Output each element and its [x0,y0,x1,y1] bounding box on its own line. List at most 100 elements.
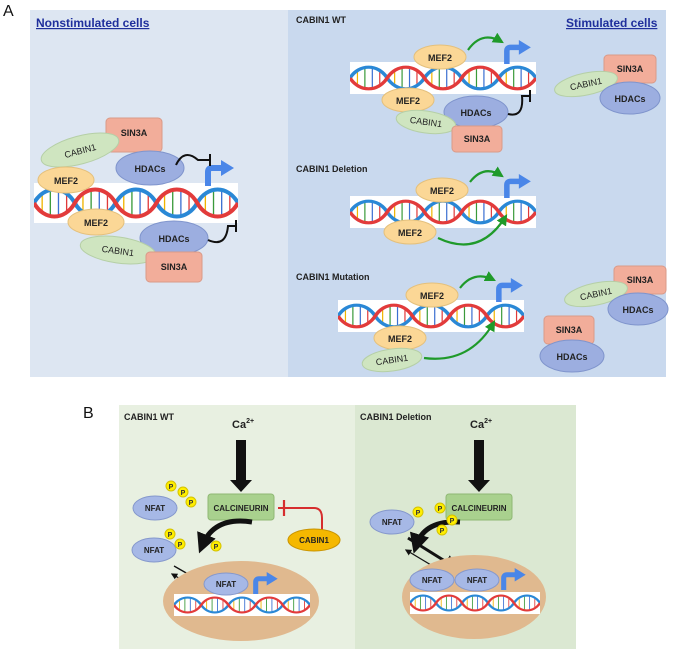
free-corepressor-complex: SIN3A CABIN1 HDACs [564,265,669,326]
calcium-influx-arrow [230,440,252,492]
free-sin3a-hdacs-complex: SIN3A HDACs [539,315,605,373]
hdacs-ellipse [607,292,669,326]
calcineurin-box [445,493,513,521]
mef2-label: MEF2 [396,96,420,106]
mef2-ellipse [413,44,467,70]
cabin1-inhibition-line [278,507,323,530]
cabin1-label: CABIN1 [409,115,443,129]
cabin1-ellipse [287,528,341,552]
calcineurin-label: CALCINEURIN [213,504,268,513]
calcineurin-deletion-pathway: Ca2+ CALCINEURIN NFAT P P P P NFAT NFAT [369,418,546,639]
cabin1-label: CABIN1 [375,353,409,367]
panel-b-deletion-title: CABIN1 Deletion [360,412,432,422]
mef2-ellipse [67,208,125,236]
phosphate-icon [434,502,446,514]
calcineurin-label: CALCINEURIN [451,504,506,513]
phosphate-label: P [440,528,445,535]
phosphate-label: P [450,518,455,525]
calcium-label: Ca2+ [232,418,254,431]
calcium-influx-arrow [468,440,490,492]
sin3a-label: SIN3A [161,262,188,272]
cabin1-wt-title: CABIN1 WT [296,15,346,25]
calcineurin-wt-pathway: Ca2+ CALCINEURIN NFAT P P P CABIN1 NFAT … [131,418,341,641]
phosphate-icon [412,506,424,518]
activation-arrow [459,271,496,289]
mef2-label: MEF2 [388,334,412,344]
stimulated-title: Stimulated cells [566,16,658,30]
hdacs-label: HDACs [614,94,645,104]
mef2-ellipse [405,282,459,308]
calcium-label: Ca2+ [470,418,492,431]
phosphate-label: P [214,544,219,551]
phosphate-icon [164,528,176,540]
sin3a-label: SIN3A [556,325,583,335]
hdacs-ellipse [115,150,185,186]
hdacs-ellipse [599,81,661,115]
cabin1-deletion-title: CABIN1 Deletion [296,164,368,174]
dna-helix [174,594,310,616]
mef2-label: MEF2 [420,291,444,301]
cabin1-label: CABIN1 [101,244,135,258]
sin3a-label: SIN3A [627,275,654,285]
phosphate-icon [185,496,197,508]
sin3a-label: SIN3A [617,64,644,74]
phosphate-label: P [169,484,174,491]
mef2-ellipse [37,166,95,194]
phosphate-label: P [168,532,173,539]
nonstimulated-title: Nonstimulated cells [36,16,150,30]
inhibition-line [175,154,210,166]
mef2-label: MEF2 [54,176,78,186]
activation-arrow [467,32,504,51]
nfat-label: NFAT [422,576,442,585]
nfat-ellipse [203,572,249,596]
mef2-ellipse [383,219,437,245]
nfat-ellipse [132,495,178,521]
nfat-ellipse [454,568,500,592]
phosphate-icon [210,540,222,552]
nfat-label: NFAT [144,546,164,555]
sin3a-label: SIN3A [121,128,148,138]
mef2-label: MEF2 [430,186,454,196]
hdacs-label: HDACs [622,305,653,315]
cabin1-label: CABIN1 [299,536,329,545]
nfat-label: NFAT [467,576,487,585]
phosphate-label: P [189,500,194,507]
activation-arrow [469,166,504,183]
dna-helix [410,592,540,614]
phosphate-label: P [181,490,186,497]
mef2-ellipse [415,177,469,203]
hdacs-label: HDACs [158,234,189,244]
activation-arrow [437,214,508,246]
cabin1-mutation-stimulated: MEF2 MEF2 CABIN1 [338,271,524,373]
nfat-label: NFAT [145,504,165,513]
cabin1-deletion-stimulated: MEF2 MEF2 [350,166,536,246]
nfat-ellipse [369,509,415,535]
inhibition-line [507,95,530,116]
mef2-label: MEF2 [84,218,108,228]
hdacs-label: HDACs [134,164,165,174]
hdacs-label: HDACs [556,352,587,362]
dephosphorylation-arrow [197,518,253,554]
phosphate-icon [177,486,189,498]
inhibition-line [207,225,236,244]
nfat-label: NFAT [216,580,236,589]
sin3a-box [145,251,203,283]
nfat-ellipse [409,568,455,592]
mef2-label: MEF2 [428,53,452,63]
cabin1-ellipse [564,280,628,308]
panel-b-letter: B [83,405,94,422]
hdacs-label: HDACs [460,108,491,118]
sin3a-label: SIN3A [464,134,491,144]
phosphate-icon [174,538,186,550]
cabin1-ellipse [554,70,618,98]
sin3a-box [451,125,503,153]
cabin1-ellipse [361,347,423,373]
nfat-ellipse [131,537,177,563]
nfat-label: NFAT [382,518,402,527]
hdacs-ellipse [539,339,605,373]
nonstimulated-complex: SIN3A CABIN1 HDACs MEF2 MEF2 HDACs CABIN… [34,117,238,283]
panel-b-wt-title: CABIN1 WT [124,412,174,422]
phosphate-label: P [178,542,183,549]
mef2-label: MEF2 [398,228,422,238]
